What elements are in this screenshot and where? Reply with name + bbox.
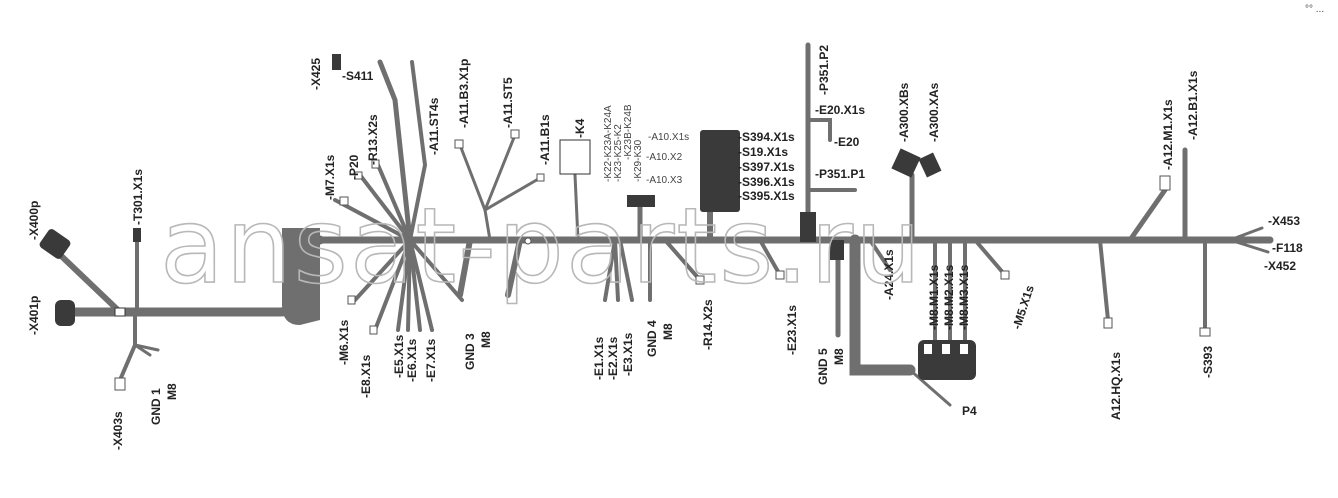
label-gnd5: GND 5 [816, 348, 830, 385]
a300xbs-connector [891, 148, 921, 178]
label-a12hq: A12.HQ.X1s [1109, 352, 1123, 420]
label-x425: -X425 [309, 58, 323, 90]
a300xas-connector [918, 152, 942, 178]
a10-block [627, 195, 655, 207]
label-m8m1: -M8.M1.X1s [927, 264, 941, 330]
labels: -X400p -X401p -T301.X1s -X403s GND 1 M8 … [27, 4, 1324, 450]
label-s394: -S394.X1s [738, 130, 795, 144]
label-e6: -E6.X1s [405, 338, 419, 382]
label-m7: -M7.X1s [323, 154, 337, 200]
label-k29: -K29-K30 [633, 139, 644, 182]
connectors [39, 54, 976, 380]
label-p351p2: -P351.P2 [817, 45, 831, 95]
label-m5: -M5.X1s [1010, 283, 1037, 331]
label-a12b1: -A12.B1.X1s [1186, 70, 1200, 140]
label-a24: -A24.X1s [882, 249, 896, 300]
label-a12m1: -A12.M1.X1s [1161, 99, 1175, 170]
label-e5: -E5.X1s [392, 334, 406, 378]
label-e23: -E23.X1s [785, 305, 799, 355]
label-m8m2: -M8.M2.X1s [942, 264, 956, 330]
label-p4: P4 [962, 404, 977, 418]
label-x401p: -X401p [27, 296, 41, 335]
p351-connector [800, 212, 816, 242]
label-e3: -E3.X1s [621, 332, 635, 376]
label-a11st4: -A11.ST4s [427, 97, 441, 155]
label-m6: -M6.X1s [337, 319, 351, 365]
terminal-tips [114, 129, 1211, 391]
label-x403s: -X403s [111, 411, 125, 450]
t301-connector [133, 228, 141, 242]
x400p-branch [52, 247, 123, 315]
corner-mark: °° ... [1305, 4, 1324, 15]
x400p-connector [39, 229, 71, 259]
label-e20: -E20 [834, 135, 860, 149]
label-a11st5: -A11.ST5 [501, 77, 515, 128]
label-x452: -X452 [1264, 259, 1296, 273]
label-p351p1: -P351.P1 [815, 167, 865, 181]
label-e8: -E8.X1s [359, 354, 373, 398]
label-x453: -X453 [1268, 214, 1300, 228]
label-x400p: -X400p [27, 201, 41, 240]
watermark: ansat-parts.ru [160, 185, 923, 307]
x401p-connector [55, 300, 75, 326]
label-gnd3: GND 3 [463, 333, 477, 370]
label-e1: -E1.X1s [592, 336, 606, 380]
label-gnd1-m8: M8 [165, 383, 179, 400]
label-f118: -F118 [1272, 241, 1303, 255]
label-a300xas: -A300.XAs [927, 82, 941, 142]
s39x-block [700, 130, 740, 212]
k4-connector [559, 139, 591, 175]
label-k22: -K22-K23A-K24A [603, 105, 614, 182]
label-p20: -P20 [347, 154, 361, 180]
label-t301: -T301.X1s [131, 169, 145, 225]
label-s397: -S397.X1s [738, 160, 795, 174]
label-s19: -S19.X1s [738, 145, 788, 159]
label-r13: -R13.X2s [366, 114, 380, 165]
label-a11b3: -A11.B3.X1p [457, 59, 471, 128]
label-gnd4-m8: M8 [661, 323, 675, 340]
big-loop [282, 228, 320, 325]
label-gnd4: GND 4 [645, 320, 659, 357]
label-gnd3-m8: M8 [479, 331, 493, 348]
label-s393: -S393 [1201, 346, 1215, 378]
label-gnd1: GND 1 [149, 388, 163, 425]
label-a300xbs: -A300.XBs [897, 82, 911, 142]
label-gnd5-m8: M8 [832, 348, 846, 365]
gnd5-connector [830, 240, 844, 260]
label-r14: -R14.X2s [701, 299, 715, 350]
label-e7: -E7.X1s [424, 338, 438, 382]
label-e20x1s: -E20.X1s [815, 103, 865, 117]
label-k28: -K23B-K24B [623, 104, 634, 160]
harness-bundles [52, 42, 1274, 407]
label-s395: -S395.X1s [738, 189, 795, 203]
label-a10x1s: -A10.X1s [648, 132, 689, 143]
label-m8m3: -M8.M3.X1s [957, 264, 971, 330]
label-k4: -K4 [573, 118, 587, 138]
label-k25: -K23-K25-K2 [613, 124, 624, 182]
label-a10x3: -A10.X3 [646, 175, 683, 186]
label-s396: -S396.X1s [738, 175, 795, 189]
label-s411: -S411 [342, 69, 374, 83]
x403s-branch [118, 310, 137, 382]
label-a10x2: -A10.X2 [646, 152, 683, 163]
x425-connector [332, 54, 341, 70]
label-a11b1: -A11.B1s [538, 114, 552, 165]
label-e2: -E2.X1s [606, 336, 620, 380]
